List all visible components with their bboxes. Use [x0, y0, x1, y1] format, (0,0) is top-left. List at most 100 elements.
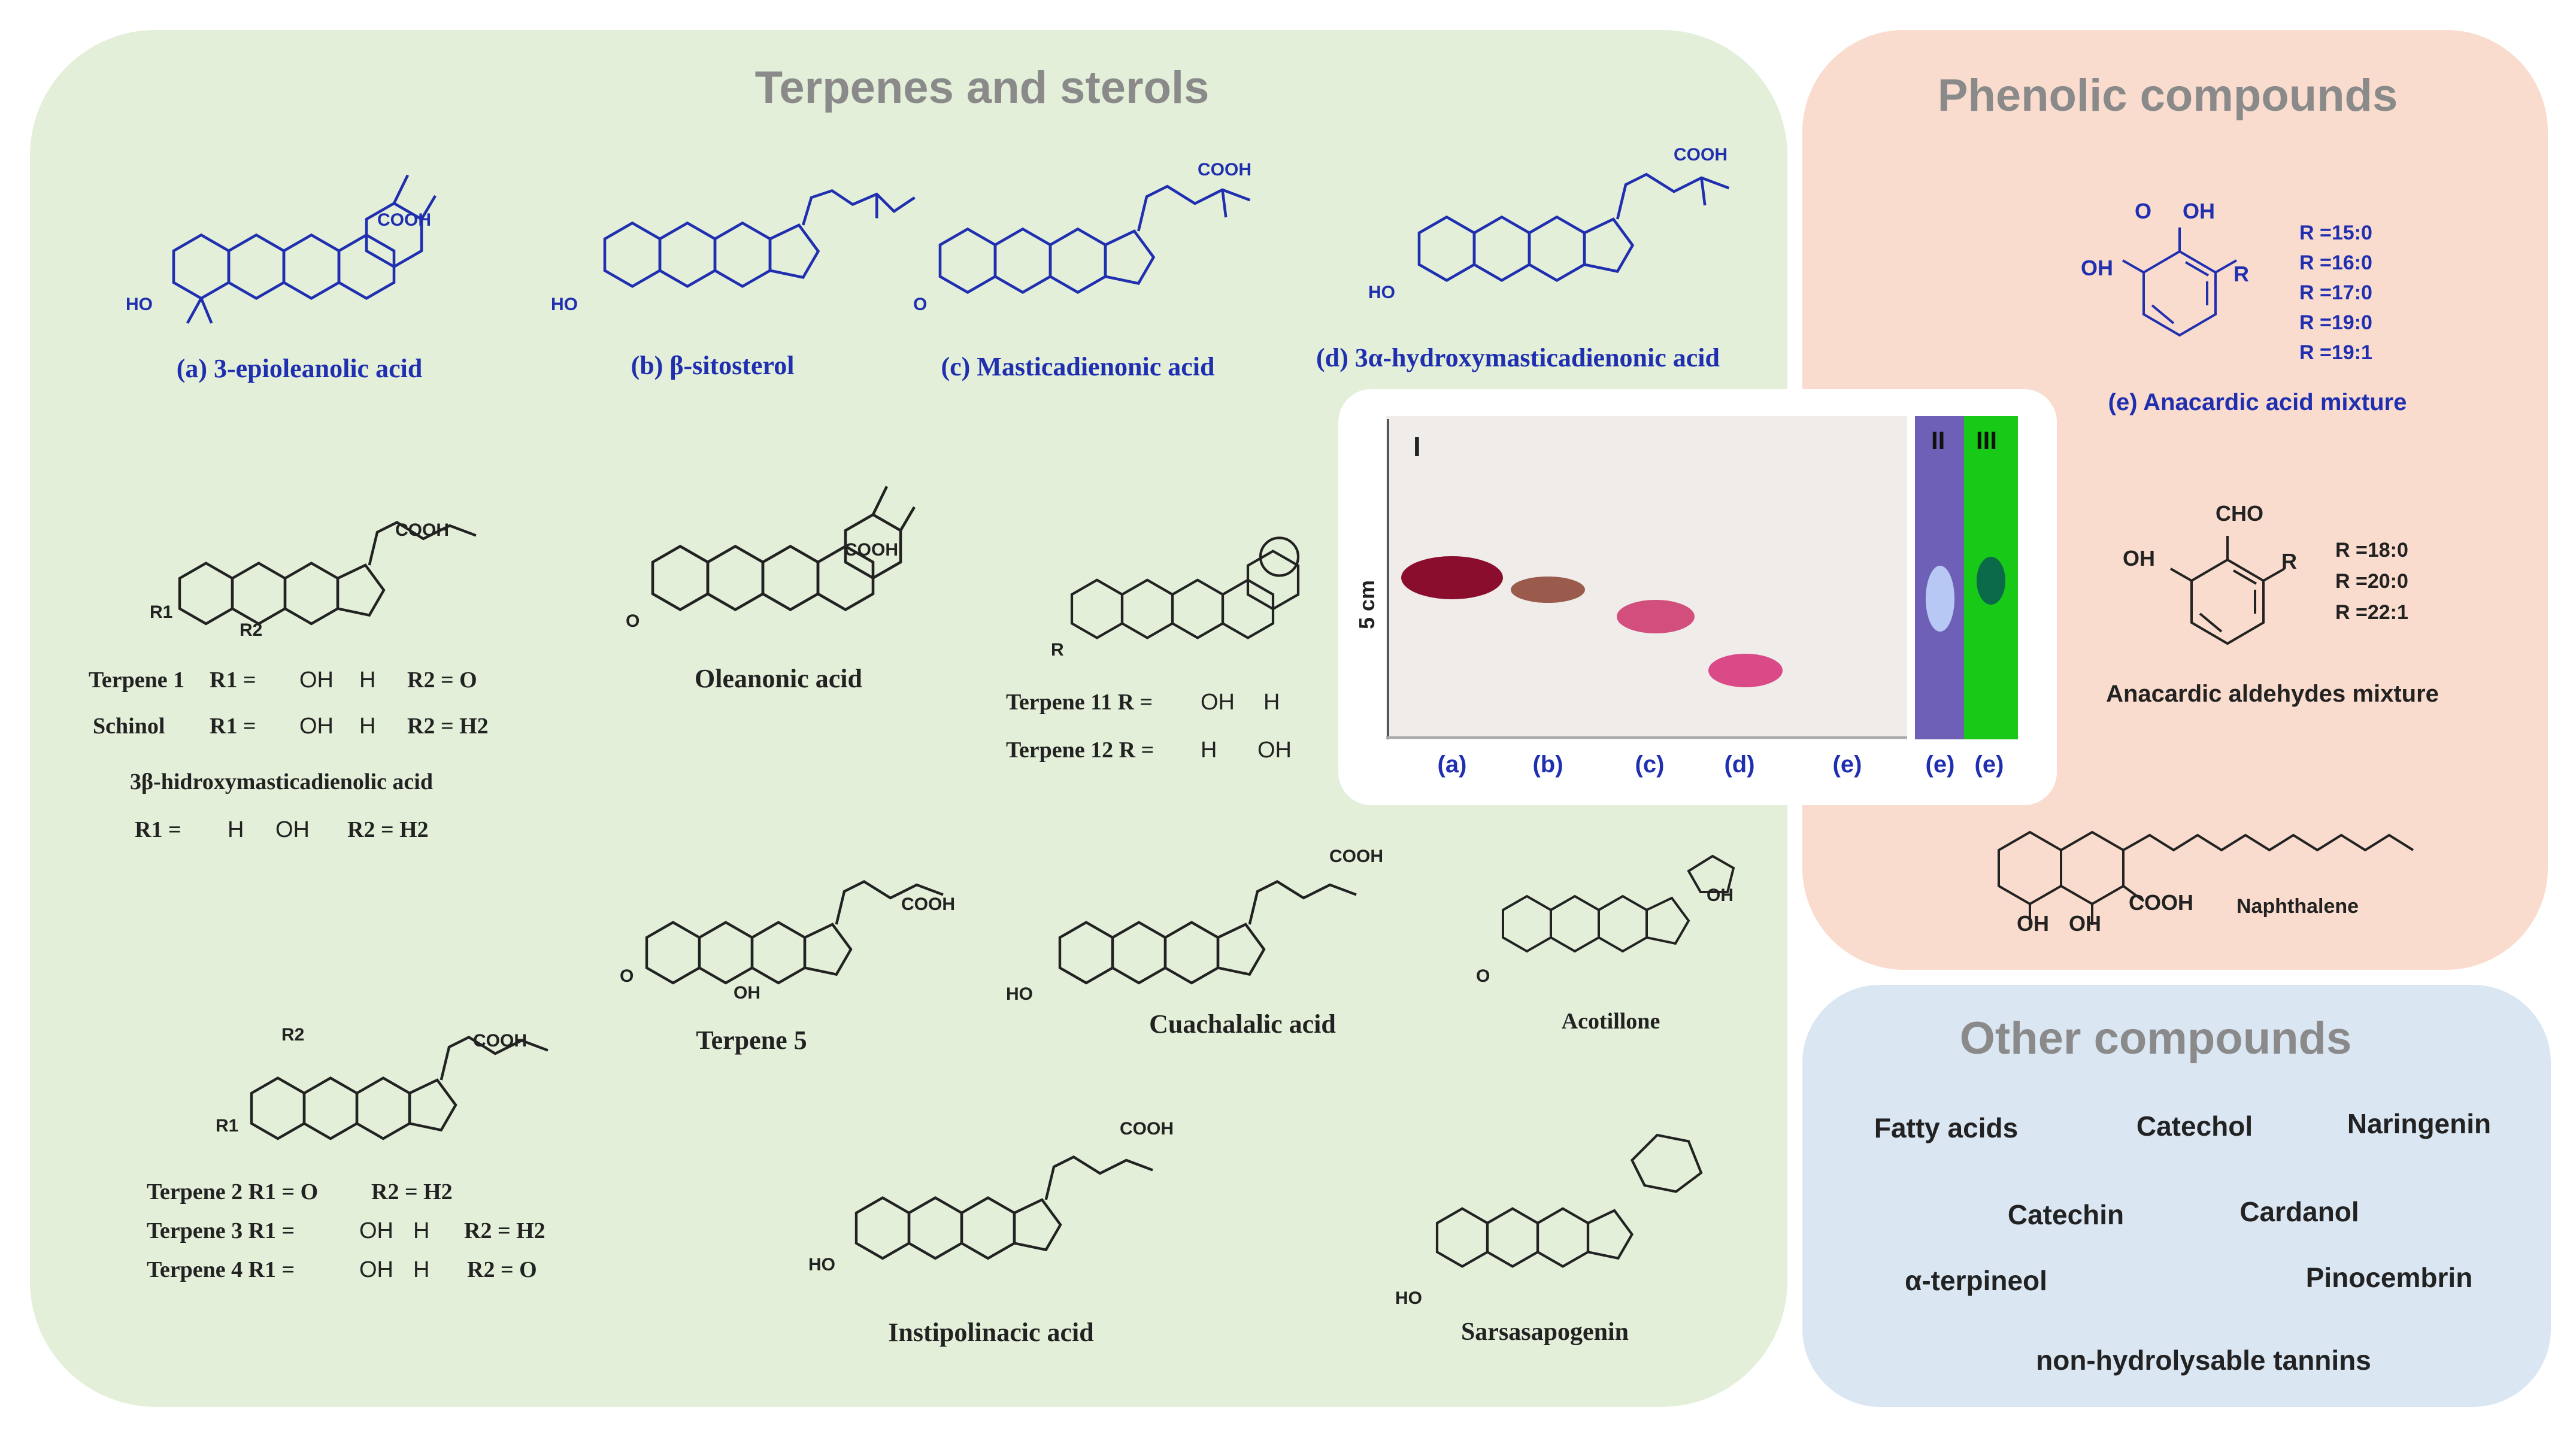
tlc-lane-label: (c) — [1635, 751, 1665, 778]
label-hydroxy-r-values: R1 = H OH R2 = H2 — [135, 817, 429, 842]
atom-cooh-terpene1: COOH — [395, 520, 449, 540]
tlc-plate-ii-spot — [1926, 566, 1954, 632]
atom-cooh-oleanonic: COOH — [844, 540, 898, 560]
atom-o-anacardic: O — [2135, 199, 2151, 223]
atom-ho-d: HO — [1368, 283, 1395, 302]
atom-oh-aldehyde: OH — [2123, 546, 2155, 571]
aldehyde-r-value: R =22:1 — [2335, 601, 2408, 624]
label-b-beta-sitosterol: (b) β-sitosterol — [631, 351, 795, 380]
tlc-plate-iii-label: III — [1976, 426, 1997, 454]
atom-cooh-terpene2: COOH — [473, 1031, 527, 1051]
atom-cooh-c: COOH — [1198, 160, 1251, 180]
structure-instipolinacic — [856, 1155, 1153, 1258]
label-terpene5: Terpene 5 — [696, 1026, 807, 1055]
label-3beta-hidroxymasticadienolic-acid: 3β-hidroxymasticadienolic acid — [130, 769, 433, 794]
label-anacardic-aldehydes-mixture: Anacardic aldehydes mixture — [2106, 681, 2439, 707]
structure-terpene11 — [1072, 536, 1298, 638]
label-terpene3: Terpene 3 R1 = OH H R2 = H2 — [147, 1218, 545, 1243]
atom-r-anacardic: R — [2233, 262, 2249, 286]
structure-sarsasapogenin — [1437, 1133, 1703, 1266]
atom-oh-anacardic-top: OH — [2183, 199, 2215, 223]
other-panel — [1802, 985, 2551, 1407]
other-non-hydrolysable-tannins: non-hydrolysable tannins — [2036, 1345, 2371, 1376]
tlc-spot — [1617, 600, 1695, 633]
tlc-plate-i-label: I — [1413, 431, 1421, 462]
atom-oh-naphthalene-1: OH — [2017, 911, 2049, 936]
label-naphthalene: Naphthalene — [2236, 895, 2359, 918]
atom-ho-a: HO — [126, 295, 153, 314]
aldehyde-r-value: R =20:0 — [2335, 570, 2408, 593]
structure-b — [605, 189, 916, 287]
other-cardanol: Cardanol — [2239, 1196, 2359, 1227]
atom-r1-terpene1: R1 — [150, 602, 172, 622]
other-alpha-terpineol: α-terpineol — [1905, 1265, 2047, 1296]
anacardic-r-value: R =16:0 — [2299, 251, 2372, 274]
label-instipolinacic-acid: Instipolinacic acid — [888, 1318, 1094, 1347]
structure-anacardic-aldehydes — [2170, 536, 2285, 645]
label-sarsasapogenin: Sarsasapogenin — [1461, 1318, 1629, 1346]
atom-cho-aldehyde: CHO — [2216, 501, 2263, 526]
structure-anacardic-acid — [2122, 227, 2237, 336]
structure-cuachalalic — [1060, 879, 1357, 983]
atom-o-acotillone: O — [1476, 966, 1490, 986]
atom-r-terpene11: R — [1051, 640, 1064, 660]
atom-ho-b: HO — [551, 295, 578, 314]
anacardic-r-value: R =17:0 — [2299, 281, 2372, 304]
label-oleanonic-acid: Oleanonic acid — [695, 664, 862, 693]
terpenes-panel-title: Terpenes and sterols — [755, 62, 1210, 113]
atom-oh-acotillone: OH — [1707, 885, 1734, 905]
anacardic-r-value: R =19:0 — [2299, 311, 2372, 334]
structure-oleanonic — [653, 486, 916, 610]
atom-r1-terpene2: R1 — [216, 1116, 238, 1136]
label-terpene1: Terpene 1 R1 = OH H R2 = O — [89, 668, 477, 693]
atom-o-terpene5: O — [620, 966, 634, 986]
tlc-lane-label: (e) — [1975, 751, 2004, 778]
tlc-lane-label: (a) — [1438, 751, 1467, 778]
aldehyde-r-value: R =18:0 — [2335, 539, 2408, 562]
atom-cooh-d: COOH — [1674, 145, 1728, 165]
tlc-scale-label: 5 cm — [1354, 580, 1379, 629]
tlc-plate-i: I 5 cm — [1354, 416, 1907, 739]
phenolic-panel-title: Phenolic compounds — [1938, 70, 2398, 121]
other-fatty-acids: Fatty acids — [1874, 1112, 2018, 1143]
atom-ho-instipolinacic: HO — [808, 1255, 835, 1275]
tlc-spot — [1511, 577, 1585, 603]
atom-cooh-terpene5: COOH — [901, 894, 955, 914]
structure-terpene1 — [180, 520, 477, 624]
other-pinocembrin: Pinocembrin — [2306, 1262, 2473, 1293]
structure-d — [1419, 172, 1730, 280]
tlc-lane-label: (e) — [1926, 751, 1955, 778]
label-acotillone: Acotillone — [1562, 1009, 1660, 1034]
tlc-spot — [1708, 654, 1783, 687]
atom-cooh-cuachalalic: COOH — [1329, 847, 1383, 866]
label-a-3-epioleanolic-acid: (a) 3-epioleanolic acid — [177, 354, 423, 383]
terpenes-panel — [30, 30, 1787, 1407]
anacardic-r-value: R =15:0 — [2299, 222, 2372, 244]
tlc-plate-iii-spot — [1977, 557, 2005, 605]
atom-ho-sarsasapogenin: HO — [1395, 1288, 1422, 1308]
structure-acotillone — [1502, 854, 1735, 952]
structure-c — [940, 184, 1251, 292]
atom-r-aldehyde: R — [2281, 549, 2297, 574]
label-terpene11: Terpene 11 R = OH H — [1006, 690, 1280, 715]
atom-oh-anacardic-left: OH — [2081, 256, 2113, 280]
anacardic-r-value: R =19:1 — [2299, 341, 2372, 364]
structure-terpene5 — [647, 879, 944, 983]
label-c-masticadienonic-acid: (c) Masticadienonic acid — [941, 352, 1214, 381]
tlc-lane-label: (e) — [1833, 751, 1862, 778]
atom-oh-terpene5: OH — [734, 983, 760, 1003]
structure-a — [174, 174, 437, 324]
atom-oh-naphthalene-2: OH — [2069, 911, 2101, 936]
atom-cooh-instipolinacic: COOH — [1120, 1119, 1174, 1139]
label-anacardic-acid-mixture: (e) Anacardic acid mixture — [2108, 389, 2407, 415]
tlc-plate-ii-label: II — [1931, 426, 1945, 454]
atom-cooh-naphthalene: COOH — [2129, 890, 2193, 915]
atom-r2-terpene1: R2 — [240, 620, 262, 640]
atom-cooh-a: COOH — [377, 210, 431, 230]
tlc-spot — [1401, 556, 1503, 599]
label-schinol: Schinol R1 = OH H R2 = H2 — [93, 714, 489, 739]
atom-r2-terpene2: R2 — [281, 1025, 304, 1045]
other-catechol: Catechol — [2136, 1111, 2253, 1142]
label-terpene2: Terpene 2 R1 = O R2 = H2 — [147, 1179, 453, 1205]
